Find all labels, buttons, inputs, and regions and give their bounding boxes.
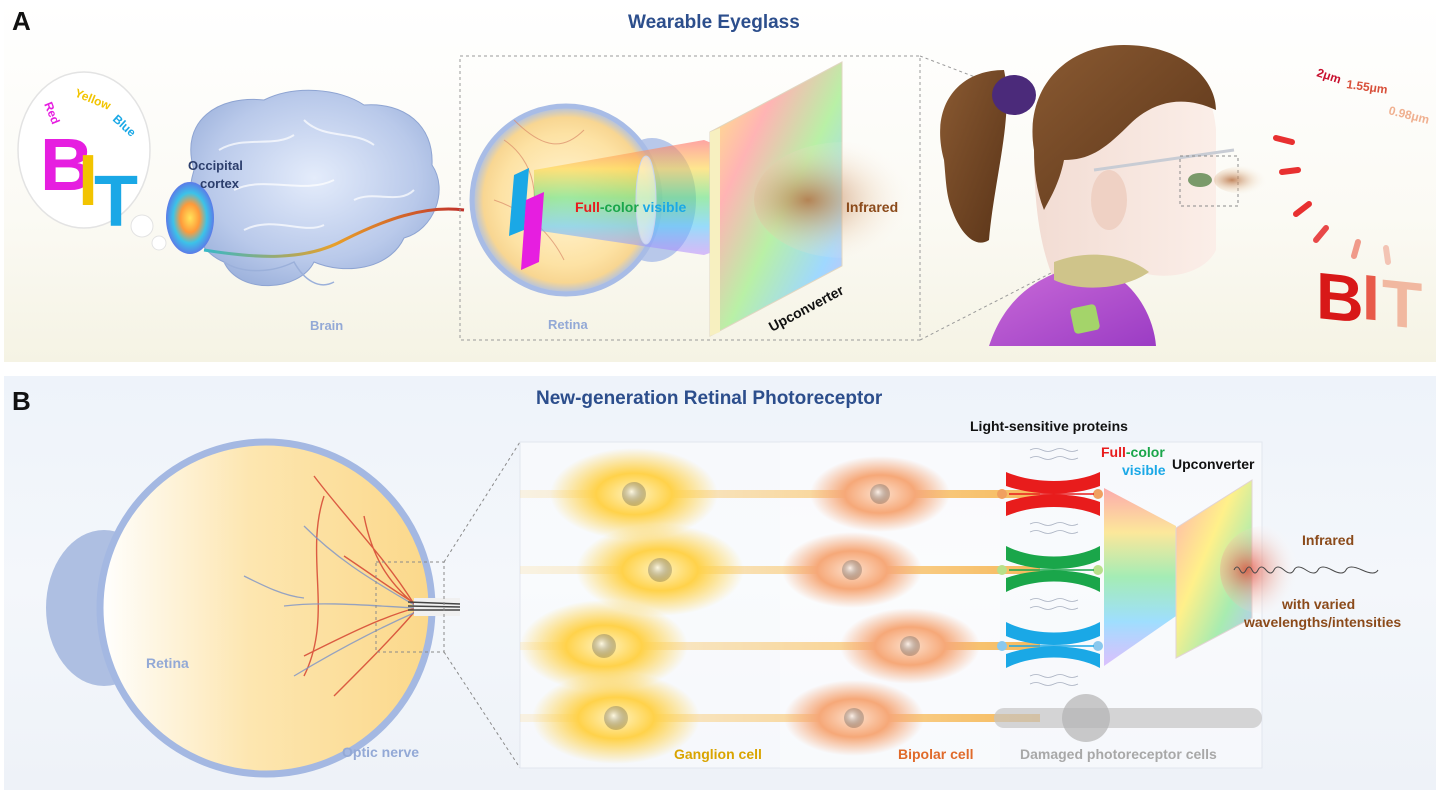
retina-label-b: Retina	[146, 655, 189, 671]
upconverter-label-b: Upconverter	[1172, 456, 1255, 472]
bit-letter-t: T	[1382, 266, 1422, 344]
optic-pathway	[203, 207, 465, 258]
brain-shape	[188, 89, 440, 287]
brain-folds	[218, 119, 415, 231]
wavelength-2um: 2μm	[1315, 66, 1343, 87]
infrared-wave	[1233, 566, 1379, 574]
avatar-ear	[1091, 170, 1127, 230]
upconverter-edge	[710, 128, 720, 336]
avatar-collar	[1054, 254, 1149, 288]
image-letter-blue	[509, 168, 529, 236]
thought-dot	[130, 214, 154, 238]
occipital-label: Occipital	[188, 158, 243, 173]
optic-nerve-fibers	[407, 601, 461, 611]
light-sensitive-label: Light-sensitive proteins	[970, 418, 1128, 434]
infrared-rays	[1273, 135, 1391, 265]
cell-row-4	[520, 672, 1262, 764]
brainstem	[223, 261, 335, 286]
retina-text-a: Retina	[548, 317, 588, 332]
thought-letter-b: B	[40, 123, 93, 206]
full-word-a: Full	[575, 199, 600, 215]
optic-nerve-text: Optic nerve	[342, 744, 420, 760]
infrared-glow	[754, 142, 934, 258]
eye-lens	[635, 155, 657, 245]
ganglion-cell-label: Ganglion cell	[674, 746, 762, 762]
full-word-b: Full	[1101, 444, 1126, 460]
visible-light-beam-b	[1104, 488, 1176, 666]
thought-dot-small	[151, 235, 167, 251]
visible-label-b: visible	[1122, 462, 1166, 478]
optic-nerve-label: Optic nerve	[342, 744, 419, 760]
retina-vessels-blue	[243, 525, 417, 677]
panel-b: B New-generation Retinal Photoreceptor R…	[4, 376, 1436, 790]
zoom-connector-top	[443, 441, 521, 563]
bipolar-cell-label: Bipolar cell	[898, 746, 974, 762]
avatar-jacket	[989, 270, 1156, 346]
brain-label: Brain	[310, 318, 343, 333]
panel-a: B I T Red Yellow Blue	[4, 0, 1436, 362]
image-letter-magenta	[521, 192, 544, 270]
panel-b-title: New-generation Retinal Photoreceptor	[536, 388, 883, 409]
retina-label-a: Retina	[548, 317, 588, 332]
visible-word-a: visible	[642, 199, 687, 215]
zoom-connector-bottom	[443, 651, 521, 769]
retina-vessels-red	[303, 475, 417, 697]
panel-letter-b: B	[12, 386, 31, 416]
cell-row-2	[520, 524, 1040, 616]
avatar-hair-tie	[992, 75, 1036, 115]
color-word-b: -color	[1125, 444, 1165, 460]
avatar-ponytail	[940, 70, 1007, 243]
upconverter-panel-b	[1175, 479, 1253, 659]
with-varied-label: with varied	[1282, 596, 1356, 612]
retina-text-b: Retina	[146, 655, 189, 671]
full-color-visible-label-a: Full-color visible	[575, 199, 686, 215]
panel-a-illustration: B I T Red Yellow Blue	[17, 45, 1431, 346]
eye-infrared-glow	[1214, 166, 1274, 194]
infrared-glow-b	[1220, 526, 1308, 614]
cortex-label: cortex	[200, 176, 240, 191]
wavelengths-intensities-label: wavelengths/intensities	[1244, 614, 1402, 630]
protein-red	[997, 472, 1103, 516]
infrared-label-b: Infrared	[1302, 532, 1355, 548]
avatar-hair	[1032, 45, 1216, 210]
panel-a-title: Wearable Eyeglass	[628, 12, 800, 33]
panel-letter-a: A	[12, 6, 31, 36]
avatar-badge	[1070, 304, 1100, 334]
eyeglass-temple	[1093, 148, 1235, 172]
color-word-a: -color	[599, 199, 639, 215]
panel-b-illustration	[46, 438, 1379, 778]
bit-letter-i: I	[1362, 261, 1380, 335]
inset-connector-bottom	[919, 205, 1183, 341]
full-color-label-b: Full-color	[1101, 444, 1165, 460]
damaged-photoreceptor	[994, 708, 1262, 728]
protein-green	[997, 546, 1103, 592]
damaged-photoreceptor-label: Damaged photoreceptor cells	[1020, 746, 1217, 762]
membrane-waves	[1029, 448, 1079, 686]
wavelength-1-55um: 1.55μm	[1346, 77, 1389, 97]
wavelength-0-98um: 0.98μm	[1387, 103, 1431, 127]
thought-letter-i: I	[78, 141, 98, 221]
protein-blue	[997, 622, 1103, 668]
retina-zoom-box	[375, 561, 445, 653]
brain-text: Brain	[310, 318, 344, 333]
thought-letter-t: T	[94, 162, 138, 242]
cell-row-3	[520, 600, 1040, 692]
avatar-eye	[1188, 173, 1212, 187]
bit-letter-b: B	[1316, 259, 1364, 338]
occipital-cortex-area	[166, 182, 214, 254]
eyeball-b	[96, 438, 436, 778]
infrared-label-a: Infrared	[846, 199, 899, 215]
cell-row-1	[520, 448, 1040, 540]
thought-bubble	[17, 71, 151, 229]
